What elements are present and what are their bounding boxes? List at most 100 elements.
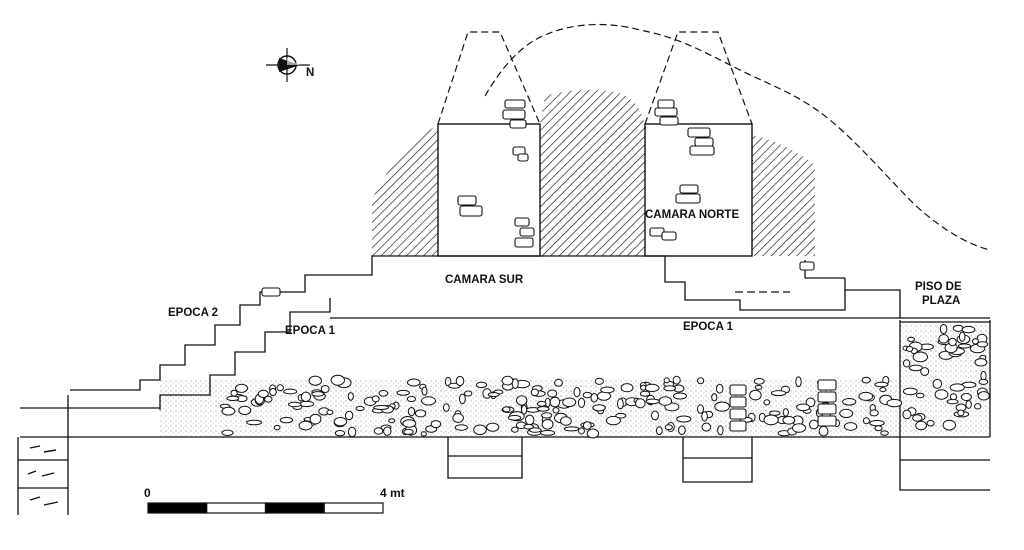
rubble-stone bbox=[655, 426, 663, 436]
rubble-stone bbox=[965, 400, 972, 409]
rubble-stone bbox=[403, 428, 414, 435]
rubble-stone bbox=[269, 388, 277, 396]
rubble-stone bbox=[672, 375, 681, 385]
masonry-block bbox=[659, 116, 679, 126]
rubble-stone bbox=[977, 391, 990, 401]
rubble-stone bbox=[782, 416, 796, 425]
label-epoca-1-left: EPOCA 1 bbox=[285, 325, 336, 337]
rubble-stone bbox=[536, 406, 550, 412]
scale-end-label: 4 mt bbox=[380, 486, 405, 500]
rubble-stone bbox=[912, 414, 923, 422]
masonry-block bbox=[689, 145, 715, 156]
rubble-stone bbox=[957, 409, 965, 417]
rubble-stone bbox=[221, 406, 236, 416]
scale-segment bbox=[147, 502, 208, 514]
rubble-stone bbox=[874, 381, 889, 388]
rubble-stone bbox=[869, 409, 879, 417]
rubble-stone bbox=[617, 398, 624, 410]
rubble-stone bbox=[605, 415, 621, 426]
rubble-stone bbox=[226, 395, 240, 401]
masonry-block bbox=[657, 99, 675, 109]
rubble-stone bbox=[560, 416, 572, 426]
rubble-stone bbox=[958, 331, 966, 342]
masonry-block bbox=[687, 127, 711, 138]
masonry-block bbox=[509, 119, 527, 129]
rubble-stone bbox=[961, 325, 976, 334]
scale-segment bbox=[264, 502, 325, 514]
rubble-stone bbox=[421, 396, 436, 406]
rubble-stone bbox=[879, 387, 887, 393]
rubble-stone bbox=[753, 377, 765, 385]
rubble-stone bbox=[749, 389, 762, 401]
rubble-stone bbox=[763, 399, 771, 406]
rubble-stone bbox=[858, 391, 874, 401]
rubble-stone bbox=[907, 336, 915, 343]
rubble-stone bbox=[583, 421, 592, 430]
hatched-fill bbox=[372, 89, 815, 256]
rubble-stone bbox=[960, 393, 972, 401]
masonry-block bbox=[261, 287, 281, 297]
rubble-stone bbox=[697, 404, 704, 414]
rubble-stone bbox=[972, 338, 979, 345]
rubble-stone bbox=[915, 392, 925, 399]
rubble-stone bbox=[880, 430, 889, 436]
rubble-stone bbox=[663, 385, 677, 392]
masonry-block bbox=[729, 396, 747, 408]
rubble-stone bbox=[464, 390, 473, 397]
masonry-block bbox=[729, 384, 747, 396]
masonry-block bbox=[519, 227, 535, 237]
rubble-stone bbox=[578, 427, 585, 435]
scale-segment bbox=[206, 502, 267, 514]
rubble-stone bbox=[373, 427, 384, 435]
rubble-stone bbox=[230, 389, 238, 397]
label-plaza: PLAZA bbox=[922, 295, 960, 307]
rubble-stone bbox=[442, 403, 450, 412]
rubble-stone bbox=[795, 376, 802, 388]
rubble-stone bbox=[577, 397, 586, 408]
rubble-stone bbox=[486, 422, 500, 432]
rubble-stone bbox=[952, 324, 964, 332]
rubble-stone bbox=[920, 367, 930, 376]
masonry-block bbox=[661, 231, 677, 241]
rubble-stone bbox=[501, 375, 514, 386]
rubble-stone bbox=[663, 377, 670, 384]
label-epoca-1-right: EPOCA 1 bbox=[683, 321, 734, 333]
label-epoca-2: EPOCA 2 bbox=[168, 307, 218, 319]
rubble-stone bbox=[658, 396, 673, 406]
masonry-block bbox=[517, 153, 529, 162]
masonry-block bbox=[457, 195, 477, 206]
label-camara-norte: CAMARA NORTE bbox=[645, 209, 739, 221]
rubble-stone bbox=[639, 390, 651, 397]
masonry-block bbox=[817, 379, 837, 391]
rubble-stone bbox=[701, 411, 708, 422]
rubble-stone bbox=[311, 391, 325, 397]
rubble-stone bbox=[949, 393, 958, 401]
masonry-block bbox=[504, 99, 526, 109]
masonry-block bbox=[514, 237, 534, 248]
rubble-stone bbox=[714, 401, 730, 412]
scale-segment bbox=[323, 502, 384, 514]
rubble-stone bbox=[523, 423, 534, 430]
rubble-stone bbox=[592, 404, 606, 412]
rubble-stone bbox=[644, 383, 660, 392]
rubble-stone bbox=[541, 412, 553, 419]
rubble-stone bbox=[406, 396, 416, 402]
rubble-stone bbox=[525, 414, 535, 426]
rubble-stone bbox=[221, 429, 234, 436]
rubble-stone bbox=[915, 420, 927, 431]
rubble-stone bbox=[473, 424, 487, 436]
rubble-stone bbox=[355, 405, 365, 412]
rubble-stone bbox=[283, 388, 298, 395]
masonry-block bbox=[729, 408, 747, 420]
rubble-stone bbox=[407, 378, 421, 387]
stratigraphy-marks bbox=[27, 445, 59, 506]
rubble-stone bbox=[942, 419, 956, 431]
rubble-stone bbox=[939, 324, 948, 334]
rubble-stone bbox=[487, 392, 500, 398]
rubble-stone bbox=[540, 430, 556, 436]
masonry-block bbox=[817, 403, 837, 415]
rubble-stone bbox=[594, 377, 604, 385]
rubble-stone bbox=[582, 391, 593, 399]
rubble-stone bbox=[926, 419, 935, 427]
rubble-stone bbox=[886, 398, 903, 408]
